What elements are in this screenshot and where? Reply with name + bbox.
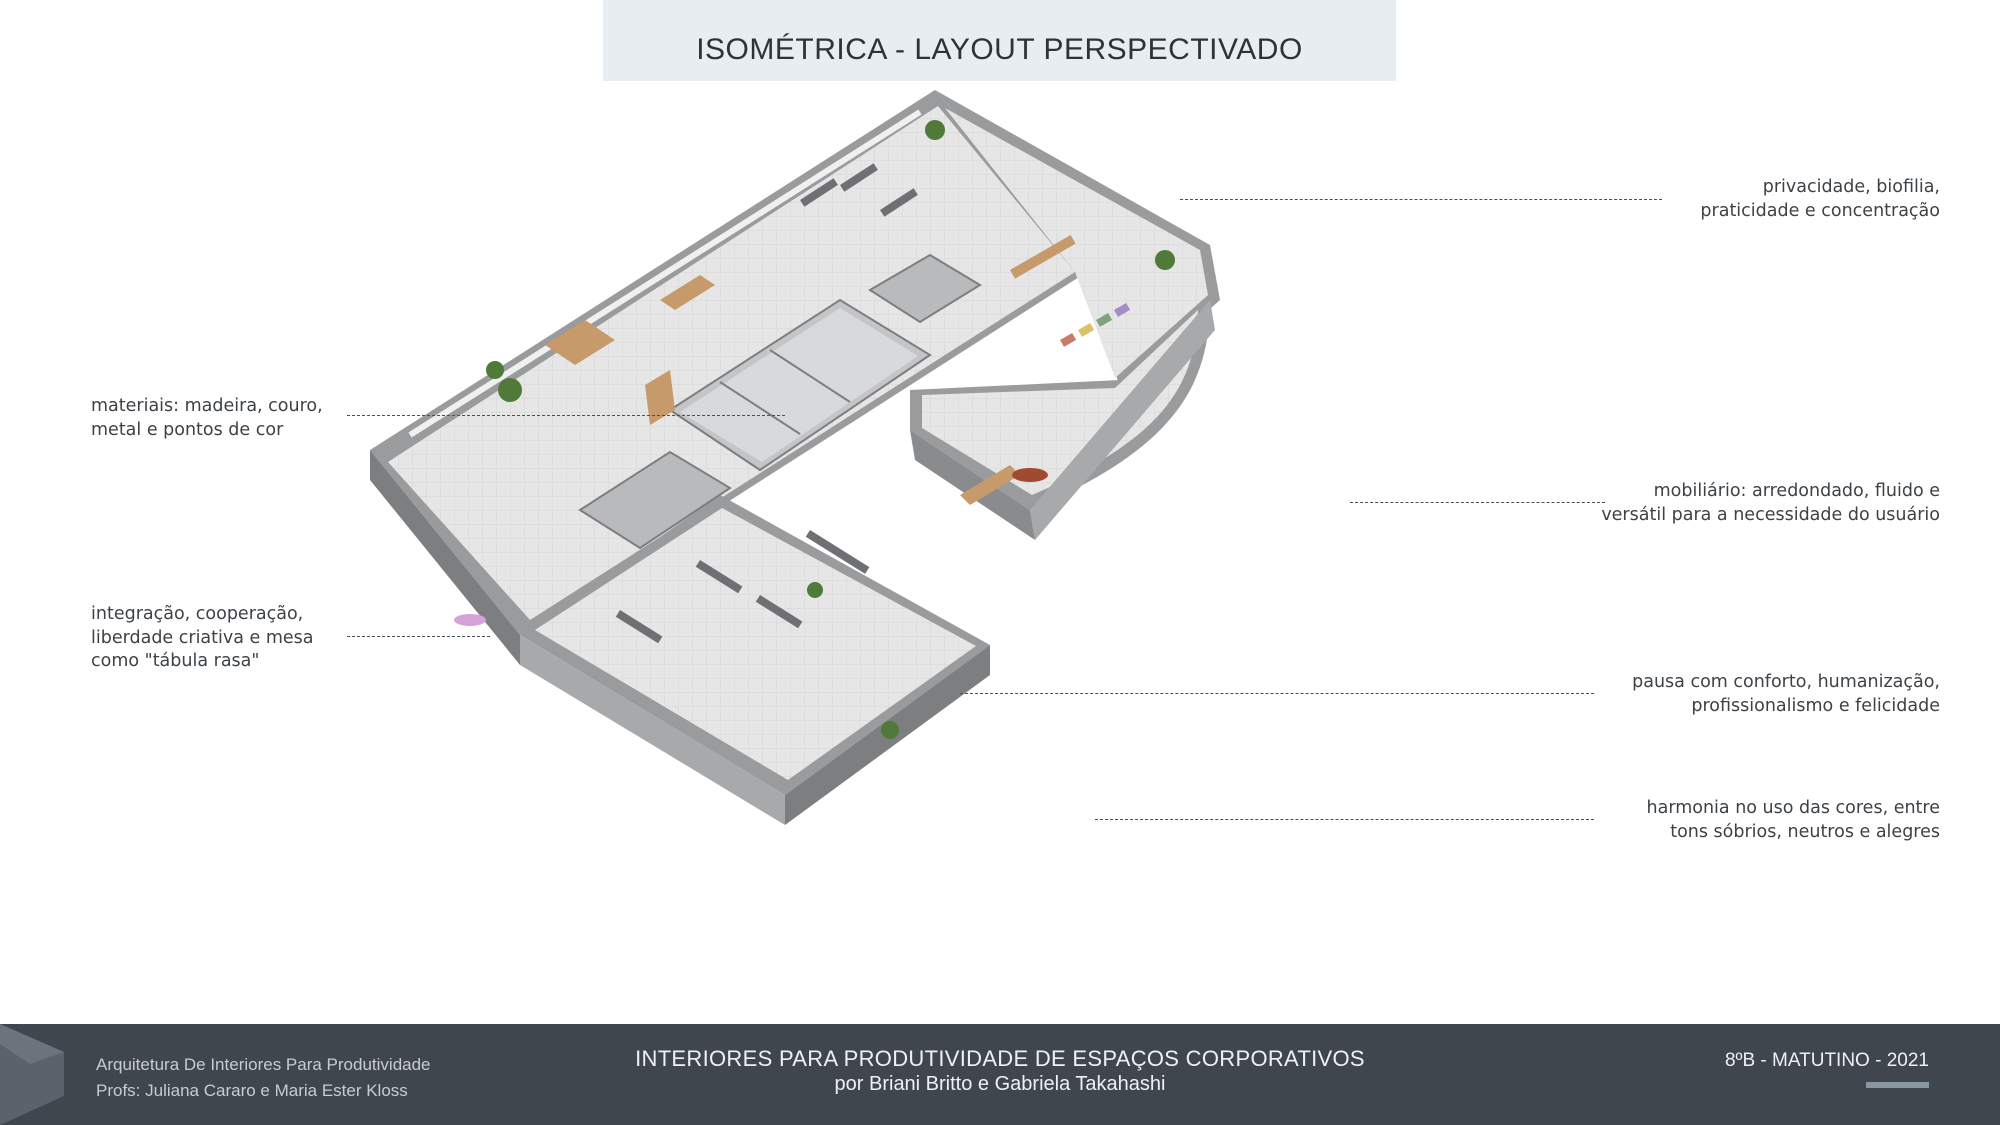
isometric-floor-plan (370, 90, 1220, 825)
leader-line-pause (960, 693, 1594, 694)
leader-line-privacy (1180, 199, 1662, 200)
leader-line-furniture (1350, 502, 1605, 503)
annotation-pause: pausa com conforto, humanização, profiss… (1632, 672, 1940, 716)
annotation-privacy: privacidade, biofilia, praticidade e con… (1700, 177, 1940, 221)
course-name: Arquitetura De Interiores Para Produtivi… (96, 1055, 431, 1074)
wood-furniture (545, 235, 1076, 505)
leader-line-materials (347, 415, 785, 416)
logo-mark (0, 1024, 64, 1125)
class-info: 8ºB - MATUTINO - 2021 (1724, 1050, 1929, 1071)
workstations (615, 163, 918, 644)
leader-line-integration (347, 636, 490, 637)
page-title: ISOMÉTRICA - LAYOUT PERSPECTIVADO (696, 33, 1303, 66)
plants (486, 120, 1175, 739)
color-accents (454, 303, 1131, 626)
professors: Profs: Juliana Cararo e Maria Ester Klos… (96, 1081, 408, 1100)
course-info: Arquitetura De Interiores Para Produtivi… (96, 1052, 431, 1104)
annotation-harmony: harmonia no uso das cores, entre tons só… (1646, 798, 1941, 842)
building-shell (370, 90, 1220, 825)
accent-bar (1866, 1082, 1929, 1088)
authors: por Briani Britto e Gabriela Takahashi (834, 1073, 1166, 1095)
annotation-materials: materiais: madeira, couro, metal e ponto… (91, 396, 323, 440)
annotation-integration: integração, cooperação, liberdade criati… (91, 604, 314, 671)
window-band (408, 109, 922, 438)
title-band: ISOMÉTRICA - LAYOUT PERSPECTIVADO (603, 0, 1396, 81)
project-title: INTERIORES PARA PRODUTIVIDADE DE ESPAÇOS… (635, 1046, 1365, 1071)
leader-line-harmony (1095, 819, 1594, 820)
footer-band: Arquitetura De Interiores Para Produtivi… (0, 1024, 2000, 1125)
core-rooms (578, 253, 982, 550)
annotation-furniture: mobiliário: arredondado, fluido e versát… (1601, 481, 1940, 525)
